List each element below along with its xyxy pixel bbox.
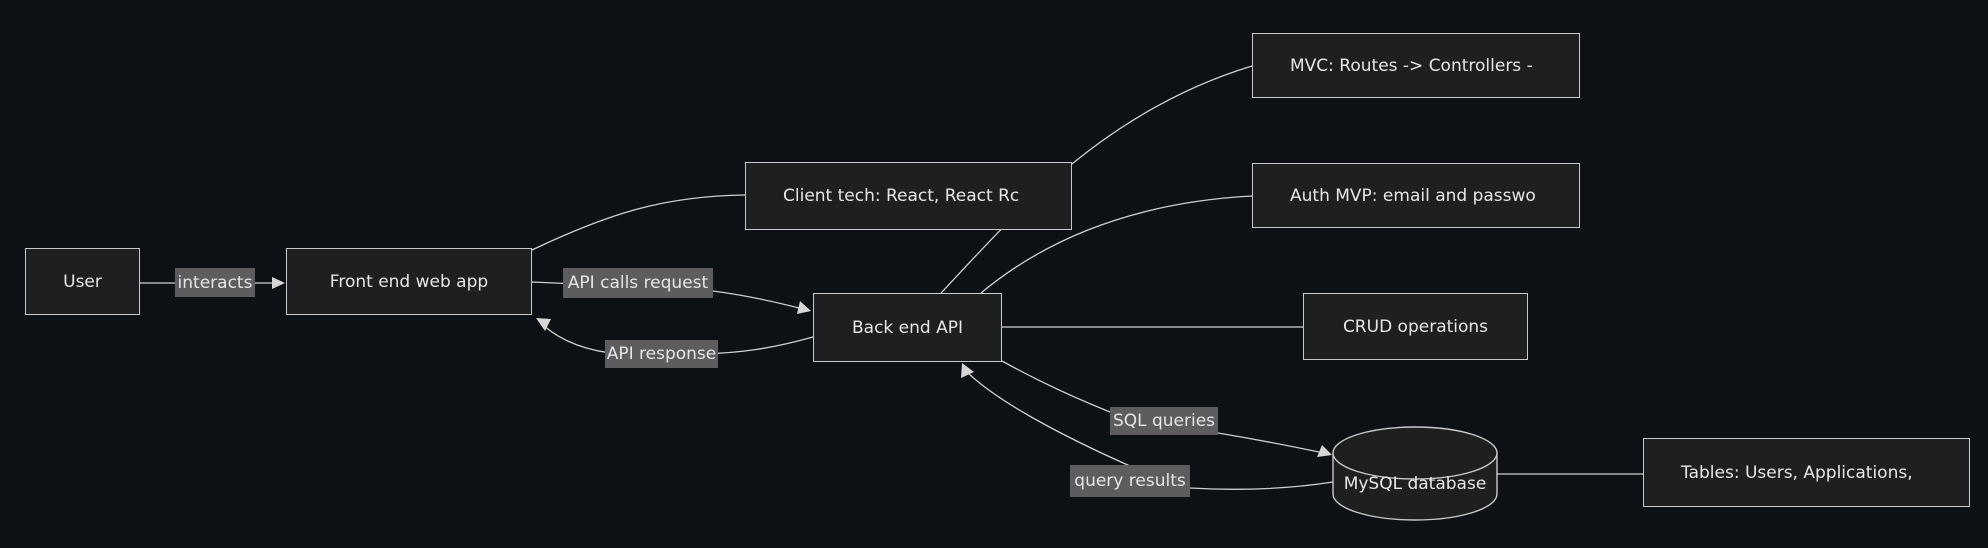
mysql-cylinder-top	[1332, 426, 1498, 480]
node-mvc: MVC: Routes -> Controllers -	[1252, 33, 1580, 98]
arrowhead-into-backend-left	[797, 301, 811, 314]
node-client-tech: Client tech: React, React Rc	[745, 162, 1072, 230]
node-mysql-label: MySQL database	[1343, 474, 1487, 494]
edge-frontend-backend	[531, 281, 800, 309]
arrowhead-into-frontend-left	[272, 277, 285, 289]
arrowhead-into-frontend-corner	[536, 318, 551, 331]
edge-label-sql-queries: SQL queries	[1110, 407, 1218, 435]
arrowhead-into-backend-bottom	[961, 363, 974, 378]
node-crud: CRUD operations	[1303, 293, 1528, 360]
edge-label-api-response: API response	[605, 340, 718, 368]
edge-label-query-results: query results	[1070, 465, 1190, 497]
node-user: User	[25, 248, 140, 315]
node-frontend: Front end web app	[286, 248, 532, 315]
edge-label-interacts: interacts	[175, 268, 255, 297]
arrowhead-into-mysql-left	[1317, 445, 1332, 457]
edge-backend-auth	[980, 195, 1253, 294]
node-auth: Auth MVP: email and passwo	[1252, 163, 1580, 228]
node-backend: Back end API	[813, 293, 1002, 362]
edge-frontend-clienttech	[531, 194, 746, 251]
node-tables: Tables: Users, Applications,	[1643, 438, 1970, 507]
edge-label-api-calls: API calls request	[563, 268, 713, 298]
